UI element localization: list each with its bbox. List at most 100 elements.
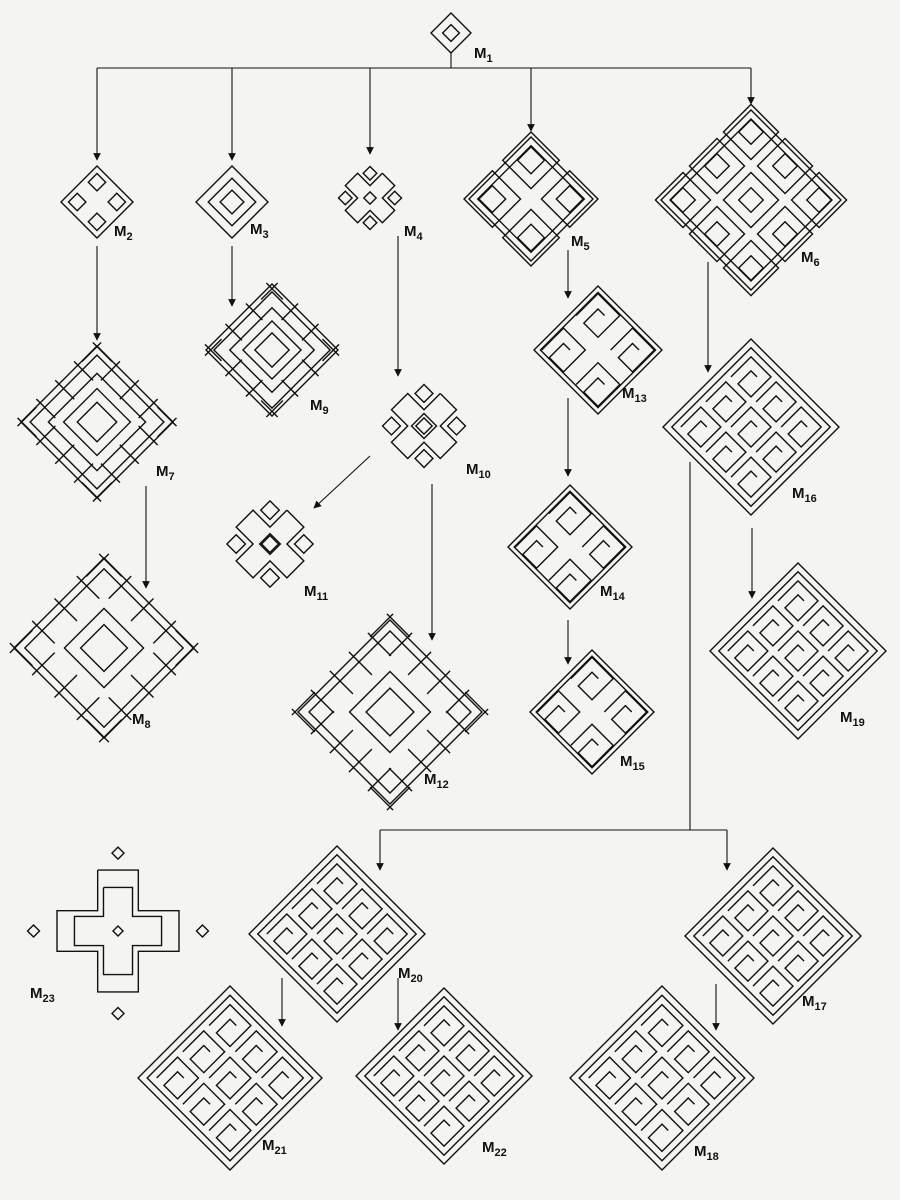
- nested-square: [771, 152, 799, 180]
- corner-square: [381, 416, 402, 436]
- hook: [281, 302, 299, 321]
- spiral-hook: [541, 327, 587, 373]
- hook: [92, 342, 113, 362]
- motif-m8: [9, 553, 199, 743]
- edges: [93, 53, 756, 1031]
- spiral-hook: [423, 1054, 465, 1098]
- x-outline: [56, 869, 180, 993]
- nested-square: [540, 169, 599, 229]
- hook: [464, 691, 489, 716]
- spiral-hook: [373, 1054, 415, 1098]
- spiral-hook: [316, 913, 358, 955]
- nested-square: [805, 186, 833, 214]
- nested-square: [555, 184, 585, 214]
- spiral-hook: [448, 1080, 491, 1123]
- spiral-hook: [398, 1029, 440, 1072]
- small-square: [87, 212, 107, 232]
- hook: [367, 767, 392, 792]
- nested-square: [654, 171, 712, 229]
- nested-square: [669, 186, 697, 214]
- hook: [54, 379, 75, 400]
- hook: [152, 652, 177, 676]
- spiral-hook: [777, 940, 820, 983]
- outer-diamond: [355, 987, 533, 1165]
- label-m23: M23: [30, 985, 55, 1005]
- spiral-hook: [208, 1056, 252, 1100]
- hook: [407, 748, 432, 773]
- center-square: [260, 534, 280, 554]
- spiral-hook: [693, 1056, 737, 1100]
- label-m15: M15: [620, 753, 645, 773]
- edge-bus-m16: [380, 462, 727, 831]
- label-m4: M4: [404, 223, 424, 243]
- spiral-hook: [680, 406, 722, 448]
- nested-square: [703, 220, 731, 248]
- hook: [85, 553, 110, 577]
- cross-outline: [344, 172, 396, 224]
- nested-square: [501, 131, 561, 190]
- hook: [152, 620, 177, 644]
- spiral-hook: [702, 915, 744, 957]
- spiral-hook: [727, 630, 769, 672]
- spiral-hook: [802, 604, 845, 647]
- nested-square: [790, 171, 848, 229]
- spiral-hook: [666, 1082, 711, 1127]
- motif-m5: [463, 131, 599, 267]
- hook: [73, 360, 94, 381]
- core-square: [62, 387, 132, 457]
- label-m9: M9: [310, 397, 329, 417]
- nested-square: [756, 205, 814, 263]
- spiral-hook: [614, 1029, 658, 1074]
- spiral-hook: [341, 887, 384, 930]
- satellite-diamond: [195, 924, 210, 938]
- label-m14: M14: [600, 583, 626, 603]
- hook: [464, 708, 489, 733]
- spiral-hook: [423, 1004, 465, 1047]
- spiral-hook: [570, 656, 615, 701]
- spiral-hook: [777, 630, 819, 672]
- hook: [369, 786, 394, 811]
- hook: [426, 729, 451, 754]
- concentric-diamond: [219, 189, 245, 215]
- hook: [245, 379, 263, 398]
- outer-diamond: [13, 557, 195, 739]
- hook: [98, 553, 123, 577]
- label-m8: M8: [132, 711, 151, 731]
- label-m6: M6: [801, 249, 820, 269]
- hook: [175, 642, 199, 667]
- motif-m13: [533, 285, 663, 415]
- hook: [81, 482, 102, 502]
- label-m2: M2: [114, 223, 133, 243]
- hook: [138, 425, 159, 446]
- spiral-hook: [827, 630, 870, 672]
- outer-diamond: [29, 354, 165, 490]
- motif-m3: [195, 165, 269, 239]
- hook: [76, 575, 100, 600]
- label-m22: M22: [482, 1139, 507, 1159]
- hook: [224, 359, 243, 377]
- motif-m1: [430, 12, 472, 54]
- spiral-hook: [730, 456, 772, 499]
- outer-diamond: [308, 630, 472, 794]
- spiral-hook: [182, 1029, 226, 1074]
- spiral-hook: [291, 938, 333, 981]
- spiral-hook: [448, 1029, 491, 1072]
- hook: [92, 482, 113, 502]
- corner-square: [225, 533, 247, 555]
- hook: [310, 689, 335, 714]
- spiral-hook: [705, 380, 747, 423]
- outer-diamond: [256, 853, 418, 1015]
- hook: [291, 708, 316, 733]
- spiral-hook: [777, 579, 819, 622]
- hook: [407, 651, 432, 676]
- spiral-hook: [705, 431, 747, 474]
- small-square: [107, 192, 127, 212]
- hook: [130, 598, 154, 622]
- spiral-hook: [755, 431, 798, 474]
- spiral-hook: [316, 963, 358, 1006]
- core-square: [253, 331, 291, 369]
- motif-m18: [569, 985, 755, 1171]
- outer-diamond: [297, 619, 483, 805]
- hook: [76, 696, 100, 721]
